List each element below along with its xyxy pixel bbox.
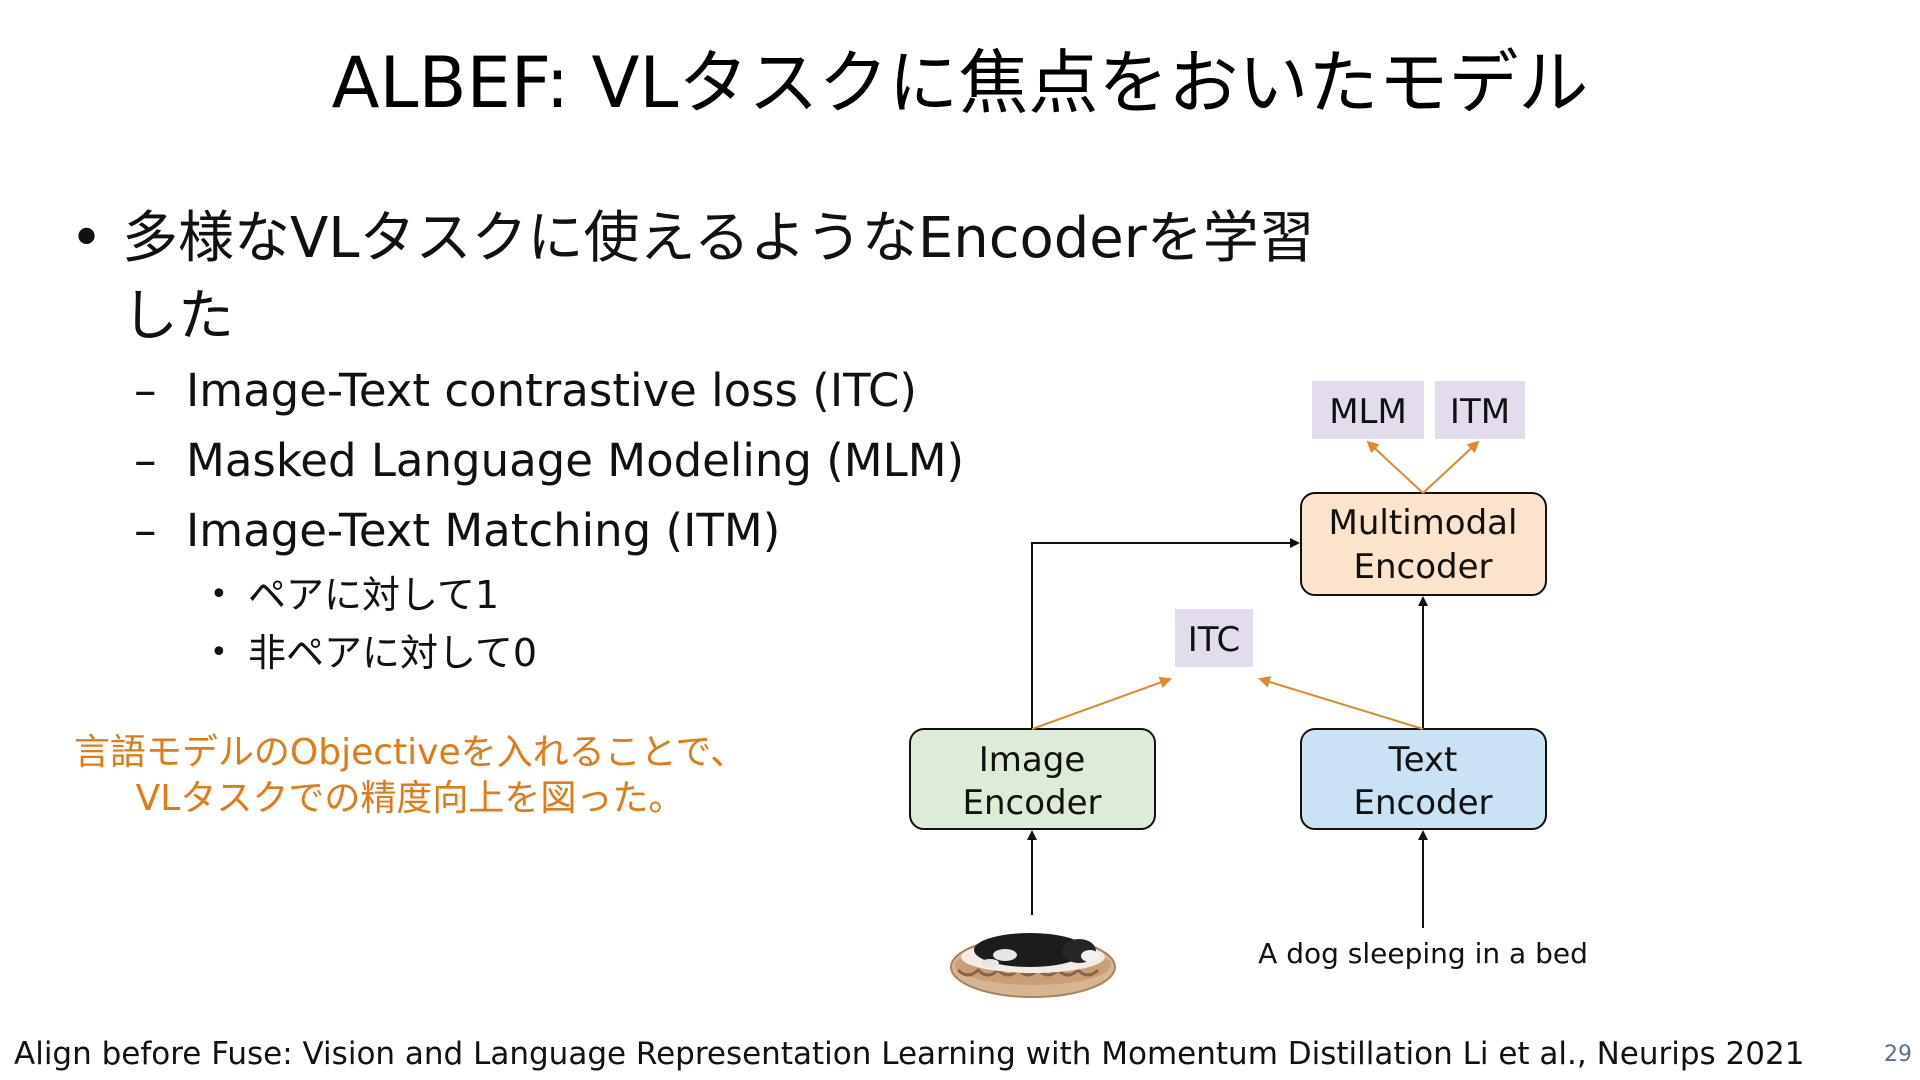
text-encoder-line-2: Encoder xyxy=(1353,783,1492,823)
image-encoder-line-2: Encoder xyxy=(962,783,1101,823)
dash-marker: – xyxy=(134,434,157,487)
bullet-marker: • xyxy=(210,635,228,670)
bullet-nonpair-text: 非ペアに対して0 xyxy=(248,631,538,675)
arrow-image-to-itc xyxy=(1031,676,1172,730)
text-encoder-line-1: Text xyxy=(1388,740,1458,780)
bullet-marker: • xyxy=(70,206,104,271)
text-encoder: Text Encoder xyxy=(1300,728,1547,830)
dash-marker: – xyxy=(134,364,157,417)
itc-label: ITC xyxy=(1175,609,1253,667)
note-line-1: 言語モデルのObjectiveを入れることで、 xyxy=(73,732,747,773)
slide-title: ALBEF: VLタスクに焦点をおいたモデル xyxy=(331,42,1589,124)
mlm-label: MLM xyxy=(1312,381,1424,439)
arrow-text-to-itc xyxy=(1258,676,1424,730)
bullet-list: • 多様なVLタスクに使えるようなEncoderを学習した – Image-Te… xyxy=(70,200,1370,682)
caption-text: A dog sleeping in a bed xyxy=(1258,937,1588,970)
image-encoder: Image Encoder xyxy=(909,728,1156,830)
bullet-itc-text: Image-Text contrastive loss (ITC) xyxy=(186,364,917,417)
itm-label-text: ITM xyxy=(1450,392,1510,432)
itm-label: ITM xyxy=(1435,381,1525,439)
dog-in-bed-image xyxy=(950,933,1116,998)
itc-label-text: ITC xyxy=(1188,620,1241,660)
multimodal-encoder-line-2: Encoder xyxy=(1353,547,1492,587)
itc-label-box xyxy=(1175,609,1253,667)
bullet-main: • 多様なVLタスクに使えるようなEncoderを学習した xyxy=(70,200,1370,356)
orange-note: 言語モデルのObjectiveを入れることで、 VLタスクでの精度向上を図った。 xyxy=(40,730,780,822)
mlm-label-text: MLM xyxy=(1329,392,1407,432)
arrow-multimodal-to-mlm xyxy=(1366,440,1424,494)
bullet-subsub: • 非ペアに対して0 xyxy=(70,624,1370,682)
multimodal-encoder-line-1: Multimodal xyxy=(1329,503,1518,543)
bullet-pair-text: ペアに対して1 xyxy=(248,573,500,617)
bullet-mlm-text: Masked Language Modeling (MLM) xyxy=(186,434,965,487)
itm-label-box xyxy=(1435,381,1525,439)
bullet-itm-text: Image-Text Matching (ITM) xyxy=(186,504,781,557)
bullet-sub: – Image-Text Matching (ITM) xyxy=(70,496,1370,566)
multimodal-encoder: Multimodal Encoder xyxy=(1300,492,1547,596)
arrow-image-to-multimodal xyxy=(1031,538,1300,729)
image-encoder-line-1: Image xyxy=(979,740,1085,780)
note-line-2: VLタスクでの精度向上を図った。 xyxy=(135,778,685,819)
mlm-label-box xyxy=(1312,381,1424,439)
dash-marker: – xyxy=(134,504,157,557)
citation: Align before Fuse: Vision and Language R… xyxy=(14,1036,1805,1072)
bullet-sub: – Masked Language Modeling (MLM) xyxy=(70,426,1370,496)
bullet-main-text: 多様なVLタスクに使えるようなEncoderを学習した xyxy=(122,206,1315,349)
bullet-sub: – Image-Text contrastive loss (ITC) xyxy=(70,356,1370,426)
arrow-multimodal-to-itm xyxy=(1422,440,1480,494)
bullet-marker: • xyxy=(210,577,228,612)
page-number: 29 xyxy=(1884,1042,1912,1067)
bullet-subsub: • ペアに対して1 xyxy=(70,566,1370,624)
